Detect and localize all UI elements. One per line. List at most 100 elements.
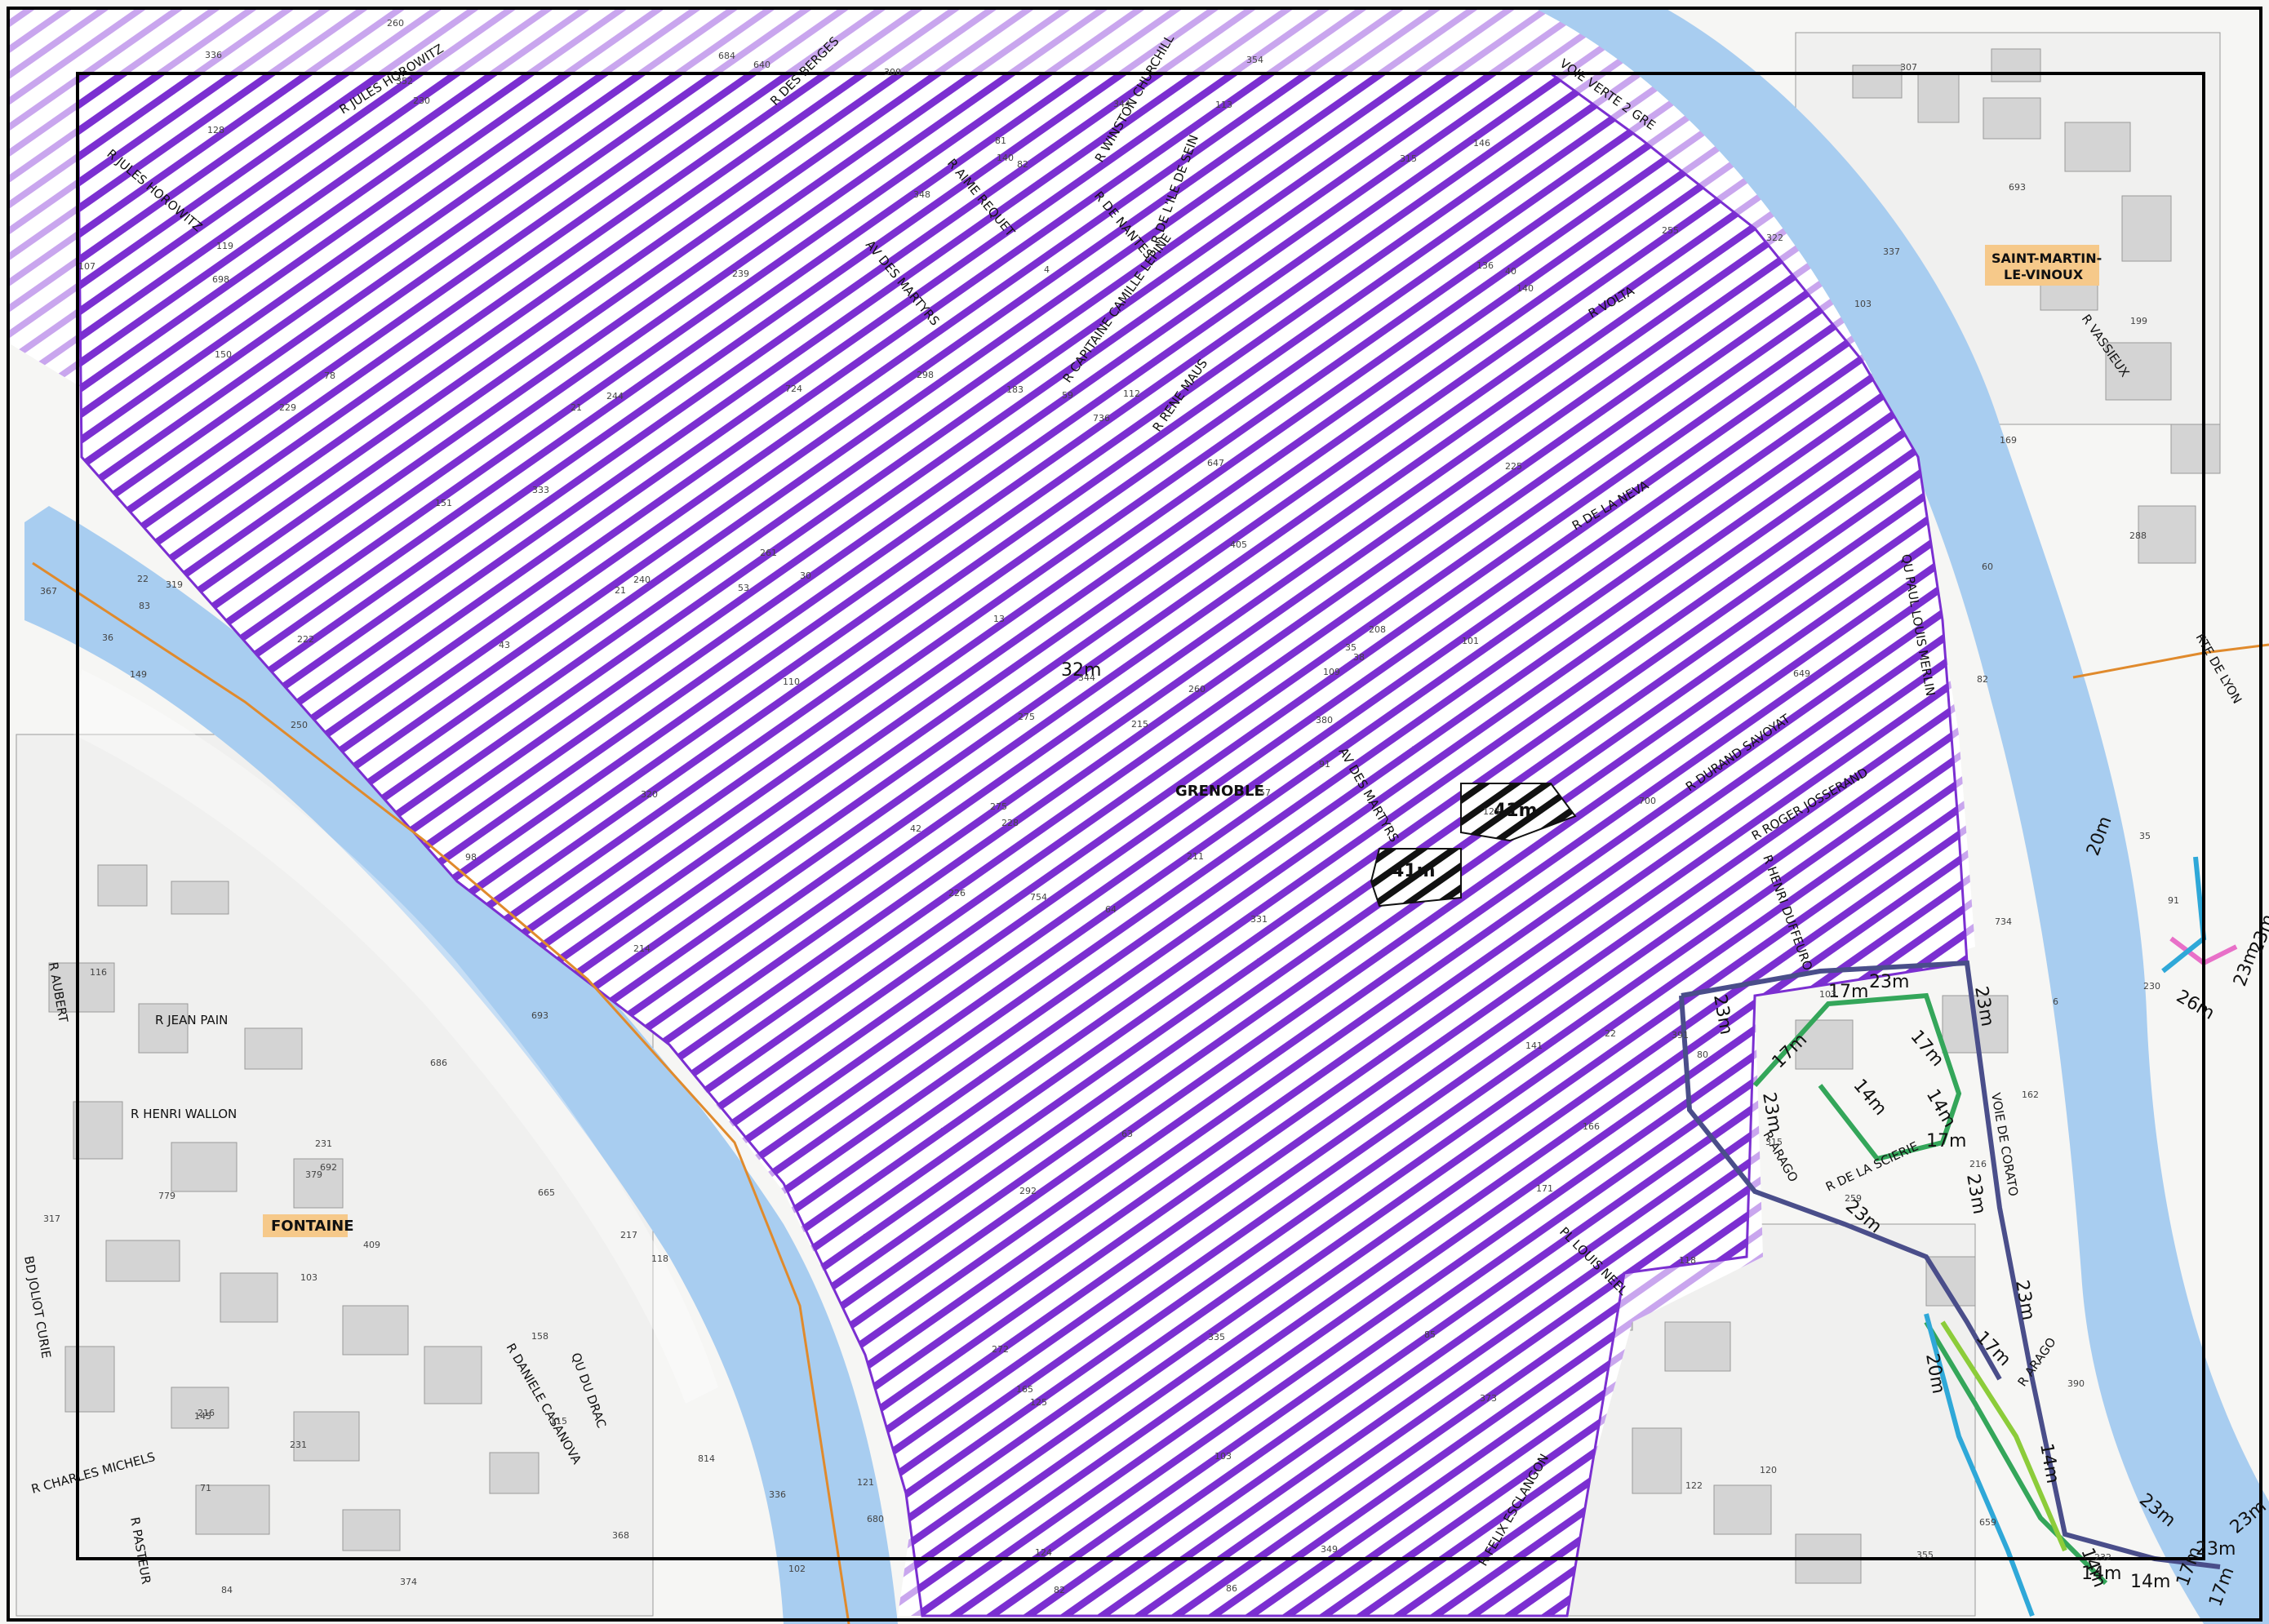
parcel-number: 344 [1113,99,1130,109]
parcel-number: 82 [1977,674,1988,685]
parcel-number: 166 [1583,1121,1600,1132]
parcel-number: 199 [2130,316,2147,326]
street-label: R JEAN PAIN [155,1013,228,1027]
parcel-number: 261 [760,548,777,558]
parcel-number: 230 [2143,981,2160,992]
parcel-number: 40 [1505,266,1516,277]
parcel-number: 60 [1982,561,1993,572]
parcel-number: 115 [550,1416,567,1427]
parcel-number: 344 [1078,672,1095,683]
parcel-number: 260 [1188,684,1206,694]
parcel-number: 379 [305,1169,322,1180]
parcel-number: 122 [1685,1480,1703,1491]
parcel-number: 101 [1462,636,1479,646]
parcel-number: 647 [1207,458,1224,468]
parcel-number: 103 [300,1272,317,1283]
parcel-number: 333 [532,485,549,495]
parcel-number: 734 [1995,916,2012,927]
parcel-number: 59 [1062,390,1073,401]
parcel-number: 118 [651,1253,668,1264]
parcel-number: 214 [633,943,651,954]
parcel-number: 409 [363,1240,380,1250]
map-frame-inner [76,72,2205,1560]
height-label: 14m [2081,1564,2121,1584]
parcel-number: 349 [1321,1544,1338,1555]
parcel-number: 659 [1979,1517,1996,1528]
parcel-number: 260 [387,18,404,29]
parcel-number: 211 [1187,851,1204,862]
parcel-number: 231 [315,1138,332,1149]
parcel-number: 183 [1006,384,1023,395]
zone-32m-main[interactable] [76,72,1969,1617]
parcel-number: 692 [320,1162,337,1173]
parcel-number: 110 [783,677,800,687]
parcel-number: 315 [1765,1137,1783,1147]
parcel-number: 83 [139,601,150,611]
parcel-number: 228 [1001,818,1019,828]
parcel-number: 250 [291,720,308,730]
height-label: 17m [1926,1131,1966,1151]
parcel-number: 272 [992,1344,1009,1355]
parcel-number: 275 [1018,712,1035,722]
parcel-number: 307 [1900,62,1917,73]
parcel-number: 21 [571,402,582,413]
parcel-number: 724 [785,384,802,394]
street-label: R HENRI WALLON [131,1107,237,1121]
parcel-number: 98 [465,852,477,863]
parcel-number: 391 [1672,1030,1689,1041]
parcel-number: 208 [1369,624,1386,635]
parcel-number: 374 [400,1577,417,1587]
parcel-number: 85 [1424,1329,1436,1340]
commune-label-stmartin-2: LE-VINOUX [2004,267,2084,282]
commune-label-stmartin-1: SAINT-MARTIN- [1991,251,2102,266]
parcel-number: 335 [1208,1332,1225,1342]
parcel-number: 640 [753,60,770,70]
parcel-number: 693 [2009,182,2026,193]
parcel-number: 84 [221,1585,233,1595]
parcel-number: 736 [1093,413,1110,424]
parcel-number: 22 [1605,1028,1616,1039]
parcel-number: 158 [531,1331,548,1342]
height-label: 23m [1869,972,1909,992]
zone-41m-b[interactable] [1370,848,1462,907]
parcel-number: 814 [698,1453,715,1464]
parcel-number: 125 [1030,1397,1047,1408]
parcel-number: 317 [43,1214,60,1224]
parcel-number: 38 [1353,652,1365,663]
commune-label-grenoble: GRENOBLE [1175,783,1264,800]
parcel-number: 354 [1246,55,1263,65]
parcel-number: 319 [166,579,183,590]
parcel-number: 320 [641,789,658,800]
zone-41m-a[interactable] [1460,783,1577,842]
parcel-number: 352 [396,76,413,87]
parcel-number: 698 [212,274,229,285]
parcel-number: 229 [279,402,296,413]
parcel-number: 91 [2168,895,2179,906]
limit-lightgreen [1940,1320,2067,1552]
height-label: 17m [1828,982,1868,1002]
parcel-number: 102 [788,1564,806,1574]
height-label-41m-b: 41m [1392,861,1436,881]
parcel-number: 239 [732,268,749,279]
parcel-number: 146 [1473,138,1490,149]
parcel-number: 216 [1969,1159,1987,1169]
parcel-number: 81 [995,135,1006,146]
parcel-number: 151 [435,498,452,508]
drac-river [24,506,898,1624]
parcel-number: 30 [800,570,811,581]
height-label-41m-a: 41m [1494,801,1538,821]
river-layer [24,8,2269,1624]
parcel-number: 331 [1250,914,1268,925]
parcel-number: 42 [910,823,921,834]
parcel-number: 700 [1639,796,1656,806]
parcel-number: 21 [615,585,626,596]
parcel-number: 171 [1536,1183,1553,1194]
parcel-number: 684 [718,51,735,61]
parcel-number: 13 [993,614,1005,624]
parcel-number: 298 [917,370,934,380]
isere-river [1534,8,2269,1624]
commune-boundary [32,561,850,1624]
limit-green [1752,992,1962,1162]
parcel-number: 232 [2094,1552,2111,1563]
